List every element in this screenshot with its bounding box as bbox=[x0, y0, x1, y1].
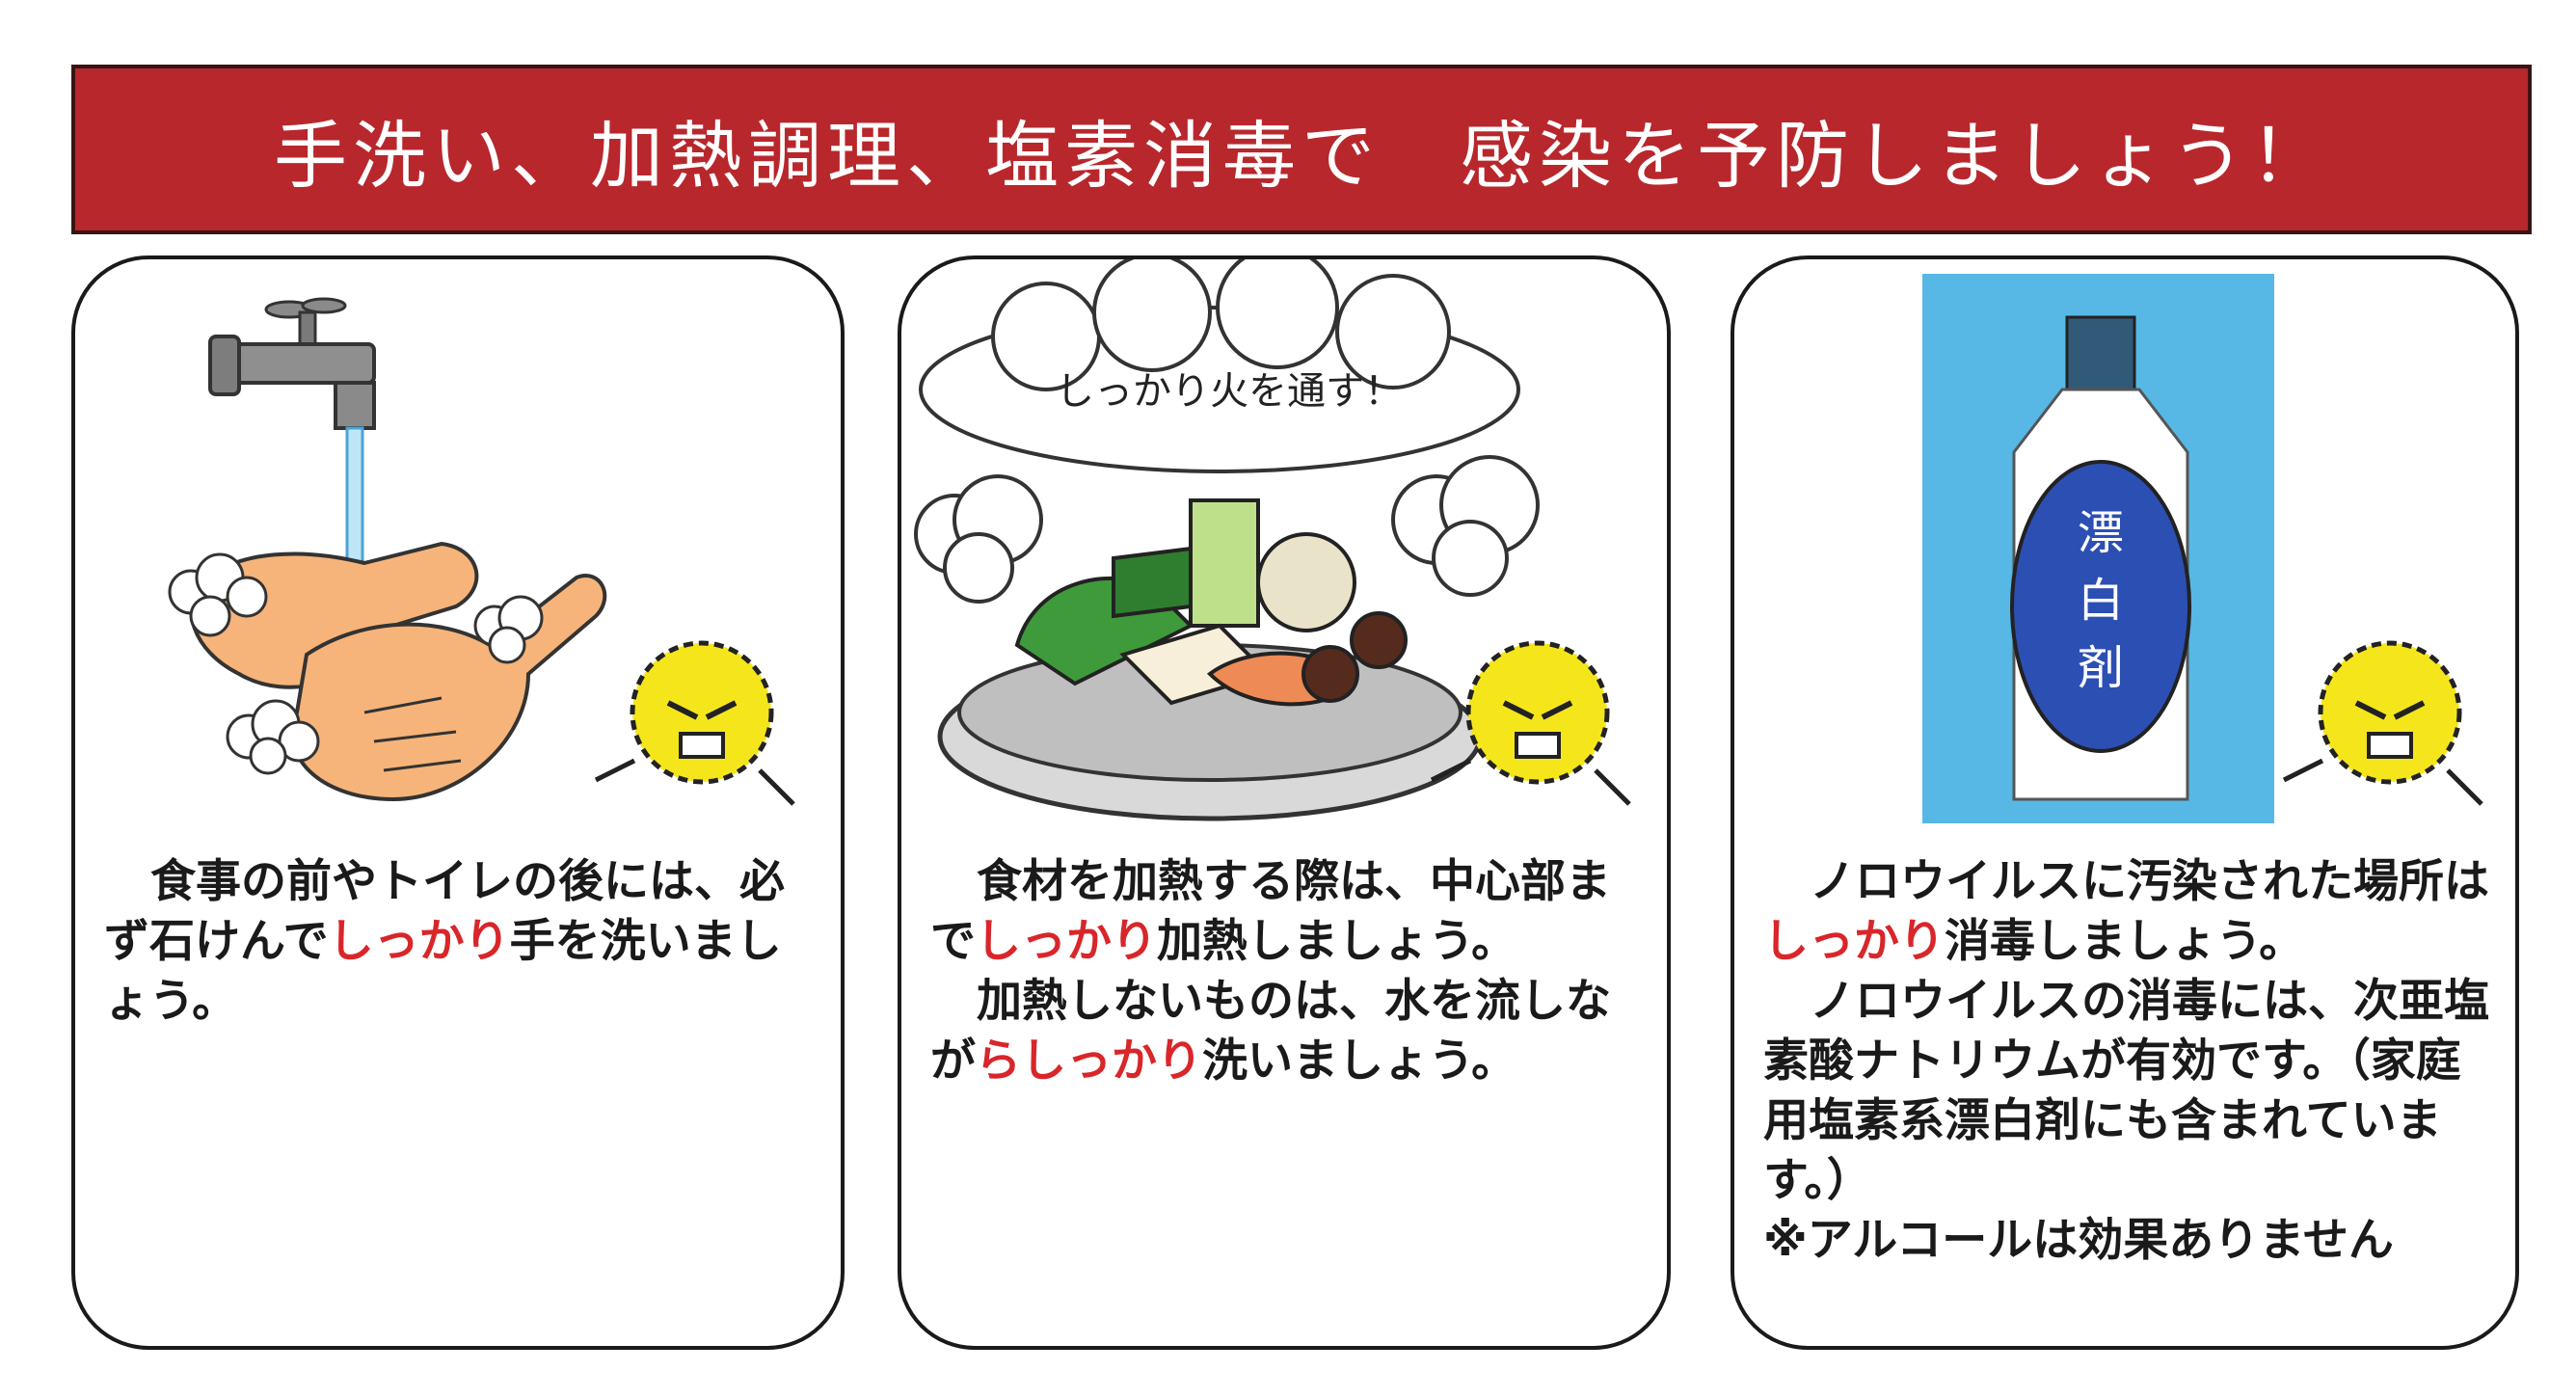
handwashing-paragraph: 食事の前やトイレの後には、必ず石けんでしっかり手を洗いましょう。 bbox=[104, 852, 821, 1032]
bottle-label-char-2: 白 bbox=[2078, 574, 2124, 628]
text-part: 消毒しましょう。 bbox=[1945, 915, 2305, 968]
panel-cooking: しっかり火を通す！ 食材を加熱する際は、中心部までしっかり加熱しましょう。 加熱… bbox=[898, 255, 1671, 1350]
text-part: 食材を加熱する際は、中心部まで bbox=[930, 855, 1611, 968]
handwashing-illustration bbox=[168, 297, 795, 806]
cooking-paragraph-1: 食材を加熱する際は、中心部までしっかり加熱しましょう。 bbox=[930, 852, 1648, 972]
disinfection-paragraph-2: ノロウイルスの消毒には、次亜塩素酸ナトリウムが有効です。（家庭用塩素系漂白剤にも… bbox=[1763, 975, 2489, 1207]
alcohol-note: ※アルコールは効果ありません bbox=[1763, 1214, 2394, 1267]
banner-title: 手洗い、加熱調理、塩素消毒で 感染を予防しましょう！ bbox=[274, 113, 2329, 199]
highlight-text: らしっかり bbox=[976, 1035, 1202, 1088]
faucet-icon bbox=[208, 297, 376, 430]
highlight-text: しっかり bbox=[1763, 915, 1945, 968]
handwashing-text: 食事の前やトイレの後には、必ず石けんでしっかり手を洗いましょう。 bbox=[104, 852, 821, 1032]
virus-icon bbox=[594, 640, 795, 806]
thought-cloud-icon bbox=[919, 259, 1520, 473]
text-part: 手を洗いましょう。 bbox=[104, 915, 782, 1028]
soap-bubble-icon bbox=[168, 552, 544, 775]
virus-icon bbox=[2282, 640, 2483, 806]
virus-icon bbox=[1430, 640, 1631, 806]
panel-handwashing: 食事の前やトイレの後には、必ず石けんでしっかり手を洗いましょう。 bbox=[71, 255, 845, 1350]
highlight-text: しっかり bbox=[976, 915, 1157, 968]
highlight-text: しっかり bbox=[328, 915, 510, 968]
text-part: 食事の前やトイレの後には、必ず石けんで bbox=[104, 855, 785, 968]
disinfection-text: ノロウイルスに汚染された場所はしっかり消毒しましょう。 ノロウイルスの消毒には、… bbox=[1763, 852, 2496, 1271]
bottle-label-char-1: 漂 bbox=[2078, 506, 2124, 560]
text-part: 加熱しましょう。 bbox=[1157, 915, 1517, 968]
hot-pot-icon bbox=[937, 498, 1483, 821]
cloud-text: しっかり火を通す！ bbox=[1056, 369, 1403, 414]
text-part: 洗いましょう。 bbox=[1202, 1035, 1517, 1088]
disinfection-illustration: 漂 白 剤 bbox=[1922, 274, 2483, 823]
text-part: 加熱しないものは、水を流しなが bbox=[930, 975, 1611, 1088]
text-part: ノロウイルスに汚染された場所は bbox=[1810, 855, 2489, 908]
cooking-illustration: しっかり火を通す！ bbox=[914, 259, 1631, 821]
cooking-paragraph-2: 加熱しないものは、水を流しながらしっかり洗いましょう。 bbox=[930, 972, 1648, 1091]
panel-disinfection: 漂 白 剤 ノロウイルスに汚染された場所はしっかり消毒しましょう。 ノロウイルス… bbox=[1731, 255, 2519, 1350]
bleach-bottle-icon bbox=[2010, 315, 2191, 801]
cooking-text: 食材を加熱する際は、中心部までしっかり加熱しましょう。 加熱しないものは、水を流… bbox=[930, 852, 1648, 1091]
steam-icon bbox=[914, 455, 1540, 604]
disinfection-paragraph-1: ノロウイルスに汚染された場所はしっかり消毒しましょう。 bbox=[1763, 852, 2496, 972]
bottle-label-char-3: 剤 bbox=[2078, 641, 2124, 695]
title-banner: 手洗い、加熱調理、塩素消毒で 感染を予防しましょう！ bbox=[71, 65, 2532, 234]
